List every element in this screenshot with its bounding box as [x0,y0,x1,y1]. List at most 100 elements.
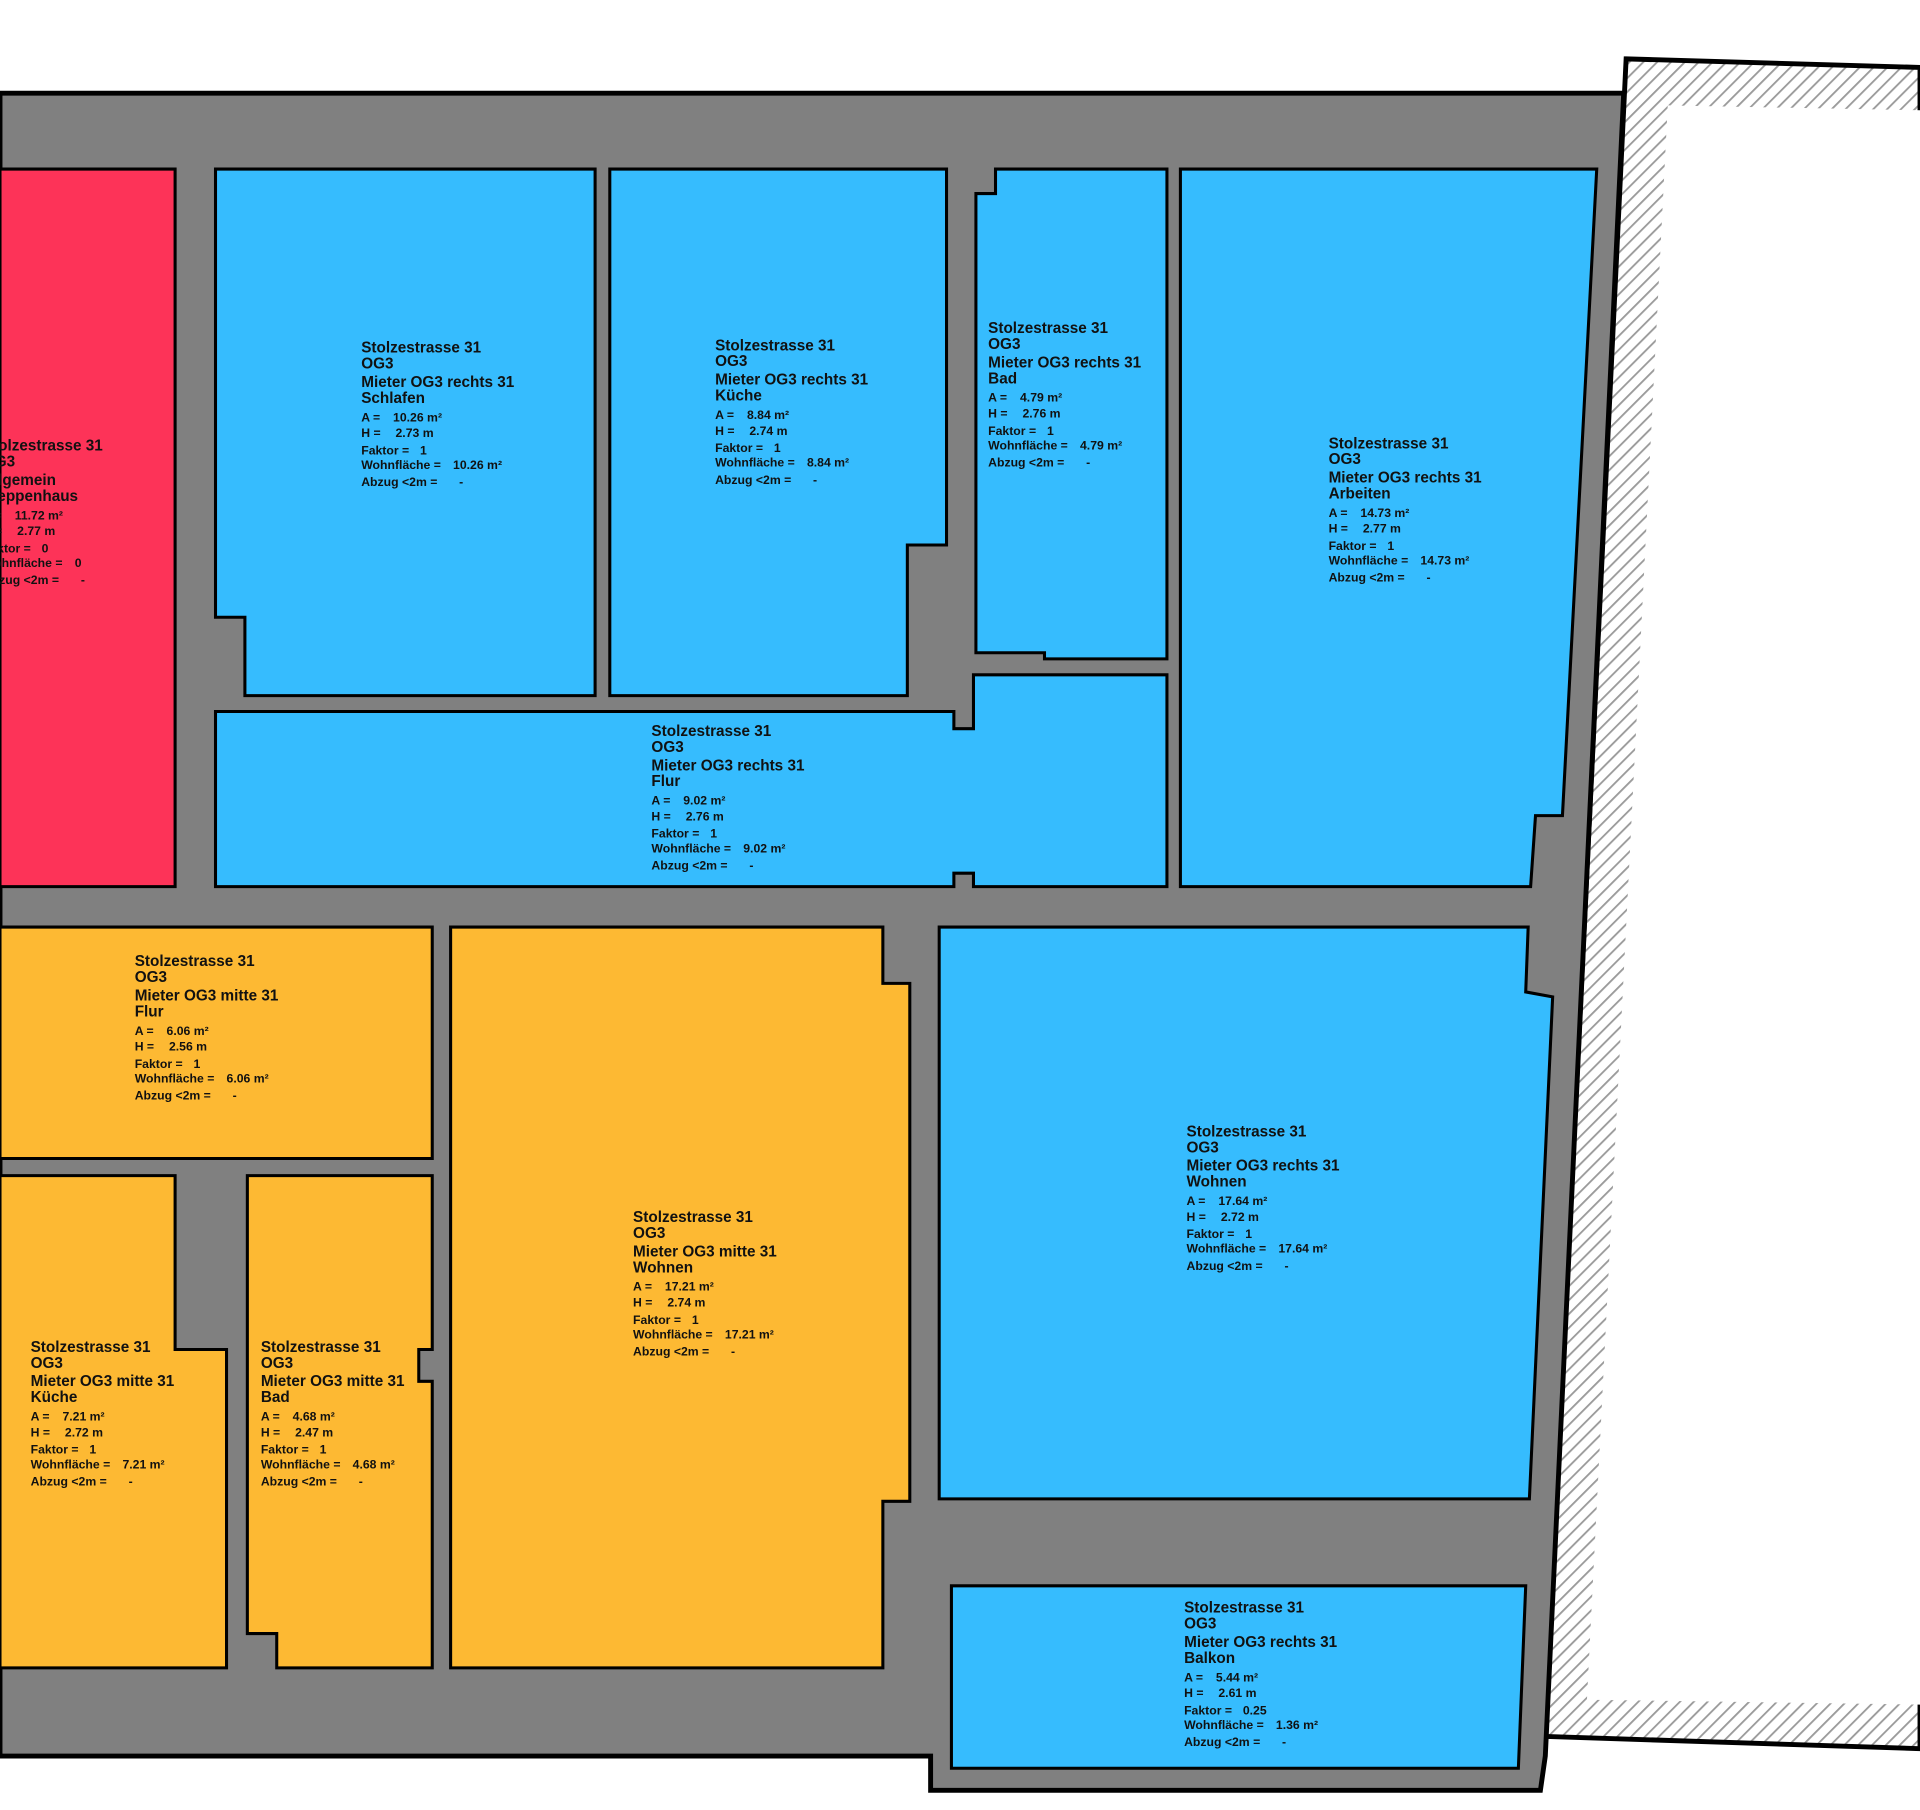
room-shape[interactable] [449,925,912,1670]
value-deduction: - [81,573,85,587]
label-deduction: Abzug <2m = [633,1345,709,1359]
room-shape[interactable] [213,167,597,698]
value-area: 17.21 m² [665,1280,714,1294]
value-deduction: - [731,1345,735,1359]
label-factor: Faktor = [651,827,699,841]
room-building: Stolzestrasse 31 [988,320,1108,337]
value-height: 2.61 m [1218,1686,1256,1700]
label-deduction: Abzug <2m = [715,473,791,487]
room-shape[interactable] [974,167,1169,661]
label-living-area: Wohnfläche = [1329,554,1409,568]
value-factor: 1 [774,441,781,455]
room-shape[interactable] [937,925,1555,1501]
room-building: Stolzestrasse 31 [135,953,255,970]
room-shape[interactable] [213,673,1169,889]
room-building: Stolzestrasse 31 [1184,1600,1304,1617]
label-living-area: Wohnfläche = [261,1457,341,1471]
label-factor: Faktor = [1329,539,1377,553]
room-floor: OG3 [988,336,1020,353]
label-area: A = [1187,1194,1206,1208]
label-height: H = [651,810,670,824]
label-deduction: Abzug <2m = [1184,1735,1260,1749]
label-factor: Faktor = [135,1057,183,1071]
value-factor: 0 [42,541,49,555]
room-treppenhaus[interactable]: Stolzestrasse 31OG3AllgemeinTreppenhausA… [0,167,177,889]
label-factor: Faktor = [988,424,1036,438]
value-deduction: - [129,1474,133,1488]
label-living-area: Wohnfläche = [135,1072,215,1086]
label-area: A = [715,408,734,422]
label-deduction: Abzug <2m = [31,1474,107,1488]
label-factor: Faktor = [31,1443,79,1457]
room-tenant: Mieter OG3 rechts 31 [1187,1158,1341,1175]
label-height: H = [31,1425,50,1439]
room-floor: OG3 [361,356,393,373]
label-height: H = [261,1425,280,1439]
value-deduction: - [1282,1735,1286,1749]
room-building: Stolzestrasse 31 [31,1339,151,1356]
value-area: 17.64 m² [1218,1194,1267,1208]
label-deduction: Abzug <2m = [1187,1259,1263,1273]
label-deduction: Abzug <2m = [261,1474,337,1488]
label-height: H = [135,1040,154,1054]
label-area: A = [361,410,380,424]
room-tenant: Mieter OG3 rechts 31 [651,757,805,774]
label-area: A = [31,1410,50,1424]
value-height: 2.77 m [17,524,55,538]
label-height: H = [1329,522,1348,536]
label-living-area: Wohnfläche = [1184,1718,1264,1732]
value-area: 6.06 m² [167,1024,209,1038]
room-floor: OG3 [1184,1616,1216,1633]
label-living-area: Wohnfläche = [633,1327,713,1341]
room-floor: OG3 [1329,451,1361,468]
room-shape[interactable] [0,925,434,1160]
value-height: 2.47 m [295,1425,333,1439]
label-deduction: Abzug <2m = [0,573,59,587]
room-shape[interactable] [245,1174,434,1670]
label-height: H = [1184,1686,1203,1700]
room-room: Wohnen [633,1259,693,1276]
value-factor: 1 [89,1443,96,1457]
label-living-area: Wohnfläche = [988,438,1068,452]
value-deduction: - [1427,571,1431,585]
value-area: 4.79 m² [1020,391,1062,405]
room-building: Stolzestrasse 31 [1329,435,1449,452]
label-area: A = [0,508,2,522]
room-floor: OG3 [135,969,167,986]
room-room: Küche [31,1389,78,1406]
room-tenant: Mieter OG3 mitte 31 [135,988,279,1005]
room-shape[interactable] [949,1584,1528,1770]
label-height: H = [988,407,1007,421]
value-height: 2.72 m [1221,1210,1259,1224]
room-room: Balkon [1184,1650,1235,1667]
room-building: Stolzestrasse 31 [633,1209,753,1226]
room-shape[interactable] [0,1174,229,1670]
room-shape[interactable] [1178,167,1599,889]
label-area: A = [633,1280,652,1294]
room-shape[interactable] [0,167,177,889]
value-living-area: 4.79 m² [1080,438,1122,452]
value-living-area: 9.02 m² [743,841,785,855]
value-living-area: 4.68 m² [353,1457,395,1471]
value-area: 8.84 m² [747,408,789,422]
room-room: Wohnen [1187,1174,1247,1191]
value-area: 4.68 m² [293,1410,335,1424]
room-tenant: Mieter OG3 mitte 31 [633,1243,777,1260]
value-area: 5.44 m² [1216,1670,1258,1684]
label-area: A = [988,391,1007,405]
value-height: 2.76 m [1022,407,1060,421]
room-shape[interactable] [608,167,949,698]
value-living-area: 1.36 m² [1276,1718,1318,1732]
